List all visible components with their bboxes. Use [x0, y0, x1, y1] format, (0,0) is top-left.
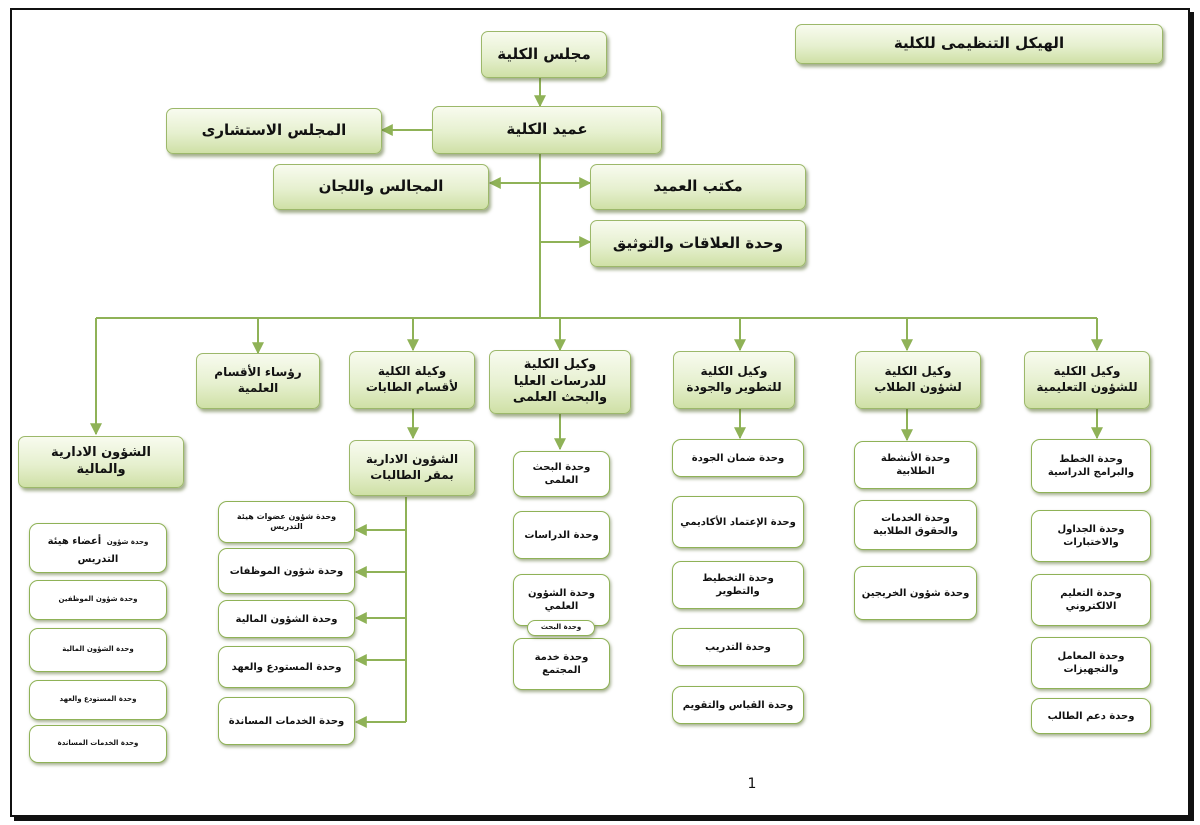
vice-dean-education-box: وكيل الكلية للشؤون التعليمية	[1024, 351, 1150, 409]
dev-unit-5: وحدة القياس والتقويم	[672, 686, 804, 724]
stu-unit-3: وحدة شؤون الخريجين	[854, 566, 977, 620]
res-unit-4: وحدة خدمة المجتمع	[513, 638, 610, 690]
admin-unit-1-large: أعضاء هيئة التدريس	[47, 535, 119, 565]
dev-unit-3: وحدة التخطيط والتطوير	[672, 561, 804, 609]
chart-title: الهيكل التنظيمى للكلية	[795, 24, 1163, 64]
stu-unit-1: وحدة الأنشطة الطلابية	[854, 441, 977, 489]
dev-unit-2: وحدة الإعتماد الأكاديمي	[672, 496, 804, 548]
fem-unit-4: وحدة المستودع والعهد	[218, 646, 355, 688]
admin-unit-4: وحدة المستودع والعهد	[29, 680, 167, 720]
dean-box: عميد الكلية	[432, 106, 662, 154]
college-council-box: مجلس الكلية	[481, 31, 607, 78]
page-number: 1	[747, 776, 757, 792]
advisory-council-box: المجلس الاستشارى	[166, 108, 382, 154]
vice-dean-research-box: وكيل الكلية للدرسات العليا والبحث العلمى	[489, 350, 631, 414]
dean-office-box: مكتب العميد	[590, 164, 806, 210]
res-unit-2: وحدة الدراسات	[513, 511, 610, 559]
admin-finance-box: الشؤون الادارية والمالية	[18, 436, 184, 488]
department-heads-box: رؤساء الأقسام العلمية	[196, 353, 320, 409]
admin-unit-1-small: وحدة شؤون	[106, 537, 149, 546]
edu-unit-5: وحدة دعم الطالب	[1031, 698, 1151, 734]
stu-unit-2: وحدة الخدمات والحقوق الطلابية	[854, 500, 977, 550]
female-admin-box: الشؤون الادارية بمقر الطالبات	[349, 440, 475, 496]
edu-unit-2: وحدة الجداول والاختبارات	[1031, 510, 1151, 562]
relations-unit-box: وحدة العلاقات والتوثيق	[590, 220, 806, 267]
fem-unit-5: وحدة الخدمات المساندة	[218, 697, 355, 745]
dev-unit-4: وحدة التدريب	[672, 628, 804, 666]
vice-dean-female-box: وكيلة الكلية لأقسام الطابات	[349, 351, 475, 409]
fem-unit-2: وحدة شؤون الموظفات	[218, 548, 355, 594]
councils-committees-box: المجالس واللجان	[273, 164, 489, 210]
dev-unit-1: وحدة ضمان الجودة	[672, 439, 804, 477]
admin-unit-1: وحدة شؤون أعضاء هيئة التدريس	[29, 523, 167, 573]
vice-dean-development-box: وكيل الكلية للتطوير والجودة	[673, 351, 795, 409]
admin-unit-2: وحدة شؤون الموظفين	[29, 580, 167, 620]
fem-unit-1: وحدة شؤون عضوات هيئة التدريس	[218, 501, 355, 543]
edu-unit-3: وحدة التعليم الالكتروني	[1031, 574, 1151, 626]
edu-unit-4: وحدة المعامل والتجهيزات	[1031, 637, 1151, 689]
fem-unit-3: وحدة الشؤون المالية	[218, 600, 355, 638]
admin-unit-5: وحدة الخدمات المساندة	[29, 725, 167, 763]
vice-dean-students-box: وكيل الكلية لشؤون الطلاب	[855, 351, 981, 409]
res-unit-1: وحدة البحث العلمى	[513, 451, 610, 497]
res-overlay-label: وحدة البحث	[527, 620, 595, 636]
edu-unit-1: وحدة الخطط والبرامج الدراسية	[1031, 439, 1151, 493]
admin-unit-3: وحدة الشؤون المالية	[29, 628, 167, 672]
res-unit-3: وحدة الشؤون العلمي	[513, 574, 610, 626]
